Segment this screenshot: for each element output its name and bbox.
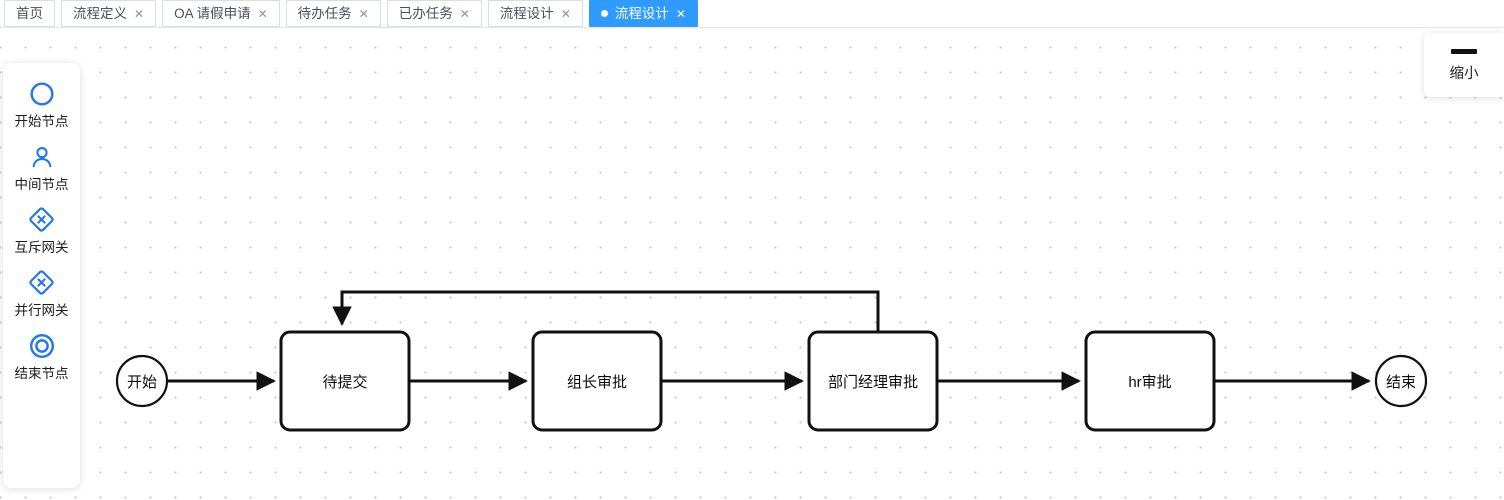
minus-icon — [1451, 48, 1477, 54]
zoom-out-button[interactable]: 缩小 — [1424, 33, 1504, 97]
tab-todo-tasks[interactable]: 待办任务 ✕ — [285, 0, 381, 27]
tab-label: OA 请假申请 — [174, 5, 251, 21]
end-circle-icon — [25, 329, 59, 363]
tab-process-design[interactable]: 流程设计 ✕ — [487, 0, 583, 27]
node-leader-approval[interactable] — [531, 330, 663, 432]
palette-item-intermediate-node[interactable]: 中间节点 — [3, 140, 80, 194]
palette-item-end-node[interactable]: 结束节点 — [3, 329, 80, 383]
node-manager-approval[interactable] — [807, 330, 939, 432]
tab-label: 已办任务 — [398, 5, 453, 21]
tab-label: 流程设计 — [614, 5, 669, 21]
tab-process-definition[interactable]: 流程定义 ✕ — [61, 0, 157, 27]
start-circle-icon — [25, 77, 59, 111]
parallel-gateway-icon — [25, 266, 59, 300]
node-start[interactable] — [115, 354, 169, 408]
close-icon[interactable]: ✕ — [257, 6, 268, 21]
flow-diagram — [115, 290, 1428, 432]
diagram-canvas[interactable]: 开始 待提交 组长审批 部门经理审批 hr审批 结束 开始节点 — [0, 28, 1504, 500]
tab-bar: 首页 流程定义 ✕ OA 请假申请 ✕ 待办任务 ✕ 已办任务 ✕ 流程设计 ✕… — [0, 0, 1504, 28]
palette-item-label: 结束节点 — [14, 365, 69, 381]
close-icon[interactable]: ✕ — [358, 6, 369, 21]
palette-item-label: 开始节点 — [14, 114, 69, 129]
node-submit[interactable] — [279, 330, 411, 432]
palette-item-label: 并行网关 — [14, 302, 69, 318]
node-hr-approval[interactable] — [1084, 330, 1216, 432]
tab-done-tasks[interactable]: 已办任务 ✕ — [386, 0, 482, 27]
palette-item-parallel-gateway[interactable]: 并行网关 — [3, 266, 80, 320]
tab-process-design-active[interactable]: 流程设计 ✕ — [588, 0, 698, 27]
palette-item-label: 中间节点 — [14, 176, 69, 192]
close-icon[interactable]: ✕ — [675, 6, 686, 21]
node-end[interactable] — [1374, 354, 1428, 408]
close-icon[interactable]: ✕ — [459, 6, 470, 21]
palette-item-exclusive-gateway[interactable]: 互斥网关 — [3, 203, 80, 257]
palette-item-start-node[interactable]: 开始节点 — [3, 77, 80, 131]
tab-label: 流程设计 — [499, 5, 554, 21]
node-palette: 开始节点 中间节点 互斥网关 — [3, 63, 80, 488]
palette-item-label: 互斥网关 — [14, 239, 69, 255]
tab-home[interactable]: 首页 — [4, 0, 55, 27]
tab-label: 流程定义 — [73, 5, 127, 21]
zoom-out-label: 缩小 — [1449, 65, 1479, 82]
tab-label: 待办任务 — [297, 5, 352, 21]
close-icon[interactable]: ✕ — [560, 6, 571, 21]
close-icon[interactable]: ✕ — [134, 6, 145, 21]
exclusive-gateway-icon — [25, 203, 59, 237]
tab-label: 首页 — [16, 5, 43, 21]
edge-manager-to-submit[interactable] — [332, 290, 880, 332]
user-task-icon — [25, 140, 59, 174]
active-tab-dot-icon — [600, 10, 608, 17]
tab-oa-leave-request[interactable]: OA 请假申请 ✕ — [162, 0, 280, 27]
